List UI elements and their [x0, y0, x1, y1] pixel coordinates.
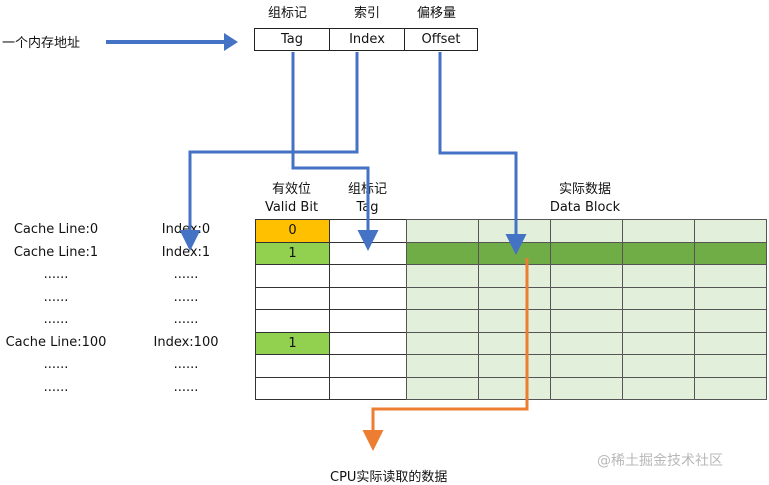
cache-line-label: Cache Line:1 — [13, 245, 99, 260]
cache-line-label: Cache Line:0 — [13, 222, 99, 237]
data-block-cell — [694, 309, 767, 333]
index-arrow — [179, 52, 359, 251]
data-block-cell — [550, 309, 623, 333]
index-label: ...... — [173, 267, 199, 282]
index-label: ...... — [173, 312, 199, 327]
data-block-cell — [694, 377, 767, 400]
memory-to-address-arrowhead — [224, 33, 238, 51]
address-offset-field: Offset — [404, 28, 478, 51]
index-label: ...... — [173, 357, 199, 372]
data-block-cell — [478, 264, 551, 288]
index-label: ...... — [173, 290, 199, 305]
cache-line-label: ...... — [43, 267, 69, 282]
tag-arrow — [291, 52, 379, 251]
cache-line-label: ...... — [43, 290, 69, 305]
offset-arrow — [438, 52, 527, 255]
address-tag-field: Tag — [254, 28, 330, 51]
watermark: @稀土掘金技术社区 — [597, 453, 723, 469]
index-label: Index:100 — [153, 335, 219, 350]
cache-line-label: Cache Line:100 — [5, 335, 107, 350]
data-block-cell — [406, 354, 479, 378]
cpu-read-data-label: CPU实际读取的数据 — [330, 470, 448, 485]
tag-field-header: 组标记 — [268, 6, 308, 21]
valid-bit-header-cn: 有效位 — [271, 182, 311, 197]
index-label: ...... — [173, 380, 199, 395]
index-field-header: 索引 — [354, 6, 381, 21]
offset-field-header: 偏移量 — [417, 6, 457, 21]
cache-line-label: ...... — [43, 357, 69, 372]
data-block-header-en: Data Block — [549, 200, 621, 215]
cpu-read-arrow — [362, 258, 529, 451]
cache-line-label: ...... — [43, 312, 69, 327]
cache-line-label: ...... — [43, 380, 69, 395]
memory-address-label: 一个内存地址 — [2, 36, 81, 51]
data-block-header-cn: 实际数据 — [558, 182, 611, 197]
valid-bit-header-en: Valid Bit — [264, 200, 319, 215]
